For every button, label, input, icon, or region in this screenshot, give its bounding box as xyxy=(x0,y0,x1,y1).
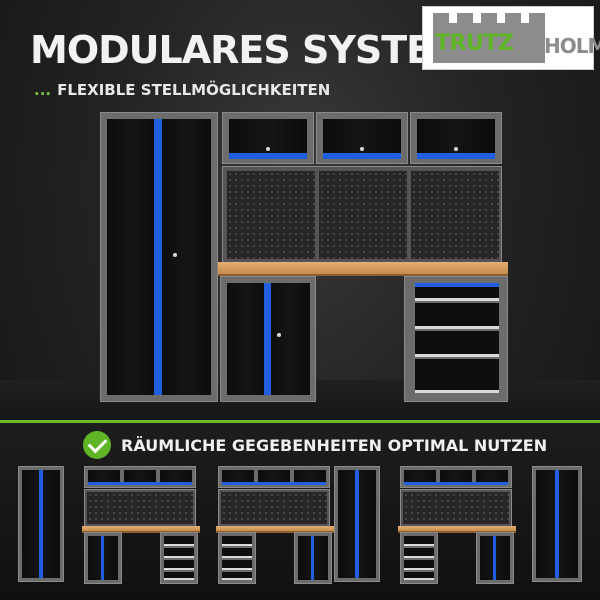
tall-cabinet xyxy=(100,112,218,402)
feature-heading: RÄUMLICHE GEGEBENHEITEN OPTIMAL NUTZEN xyxy=(121,436,548,455)
lower-door-cabinet xyxy=(220,276,316,402)
tall-cabinet-door-left xyxy=(107,119,158,395)
logo-wall xyxy=(433,23,545,63)
wood-worktop xyxy=(218,262,508,276)
logo-battlements xyxy=(433,13,545,23)
tall-cabinet-door-right xyxy=(161,119,211,395)
wall-cabinet-2 xyxy=(316,112,408,164)
subtitle-dots: ... xyxy=(34,81,52,99)
tall-cabinet-blue-strip xyxy=(154,119,162,395)
wall-cabinet-3 xyxy=(410,112,502,164)
subtitle-text: FLEXIBLE STELLMÖGLICHKEITEN xyxy=(57,81,331,99)
logo-text-trutz: TRUTZ xyxy=(435,31,514,56)
page-subtitle: ... FLEXIBLE STELLMÖGLICHKEITEN xyxy=(34,81,330,99)
logo-text-holm: HOLM xyxy=(544,34,600,58)
checkmark-icon xyxy=(83,431,111,459)
drawer-cabinet xyxy=(404,276,508,402)
page-title: MODULARES SYSTEM xyxy=(30,28,469,72)
wall-cabinet-1 xyxy=(222,112,314,164)
pegboard-panel xyxy=(222,166,502,264)
divider-line xyxy=(0,420,600,423)
brand-logo: TRUTZ HOLM xyxy=(422,6,600,70)
tall-cabinet-knob xyxy=(173,253,177,257)
